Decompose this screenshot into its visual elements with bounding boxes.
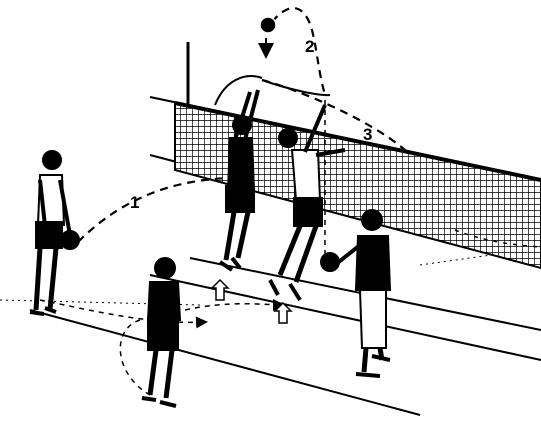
path-label-2: 2: [305, 37, 314, 56]
court-lines: [0, 248, 541, 415]
ball-path-2: [272, 8, 325, 95]
ball-icon-top: [260, 17, 276, 33]
ball-path-tip: [262, 80, 330, 95]
player-coach: [321, 210, 390, 376]
path-label-1: 1: [130, 193, 139, 212]
ball-path-1: [78, 178, 230, 242]
player-move-path-c: [120, 320, 150, 395]
path-label-3: 3: [363, 125, 372, 144]
player-server: [30, 151, 79, 314]
